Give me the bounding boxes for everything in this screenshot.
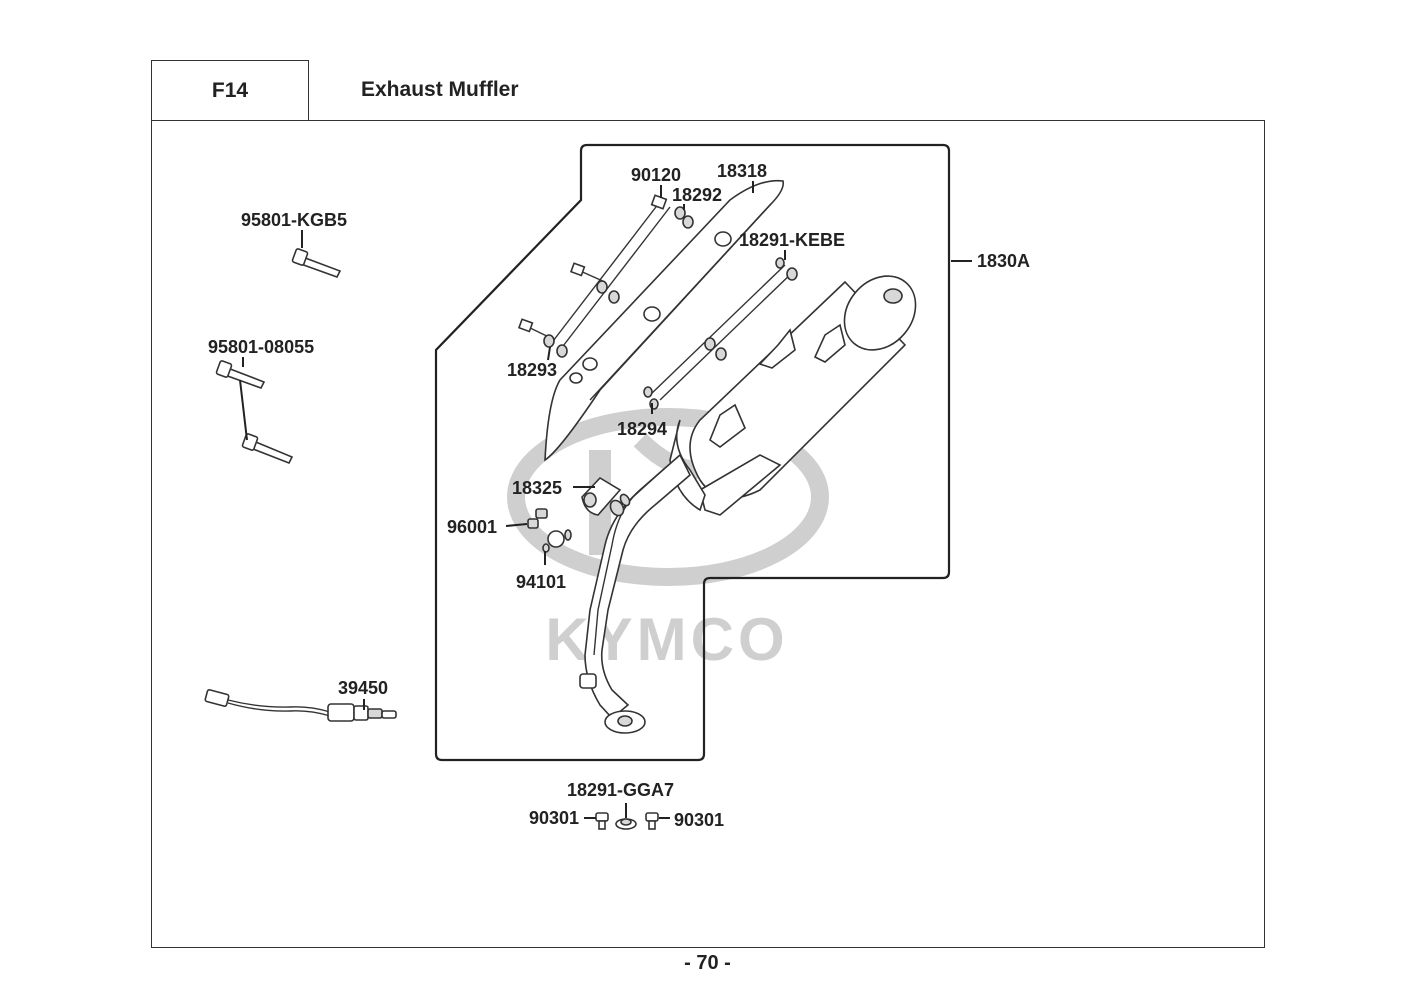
watermark-text: KYMCO — [545, 606, 788, 673]
label-18318: 18318 — [717, 161, 767, 181]
label-18325: 18325 — [512, 478, 562, 498]
assembly-outline — [434, 143, 951, 762]
page-number: - 70 - — [684, 952, 731, 974]
label-90120: 90120 — [631, 165, 681, 185]
muffler-body — [669, 275, 917, 516]
nuts-studs — [527, 508, 572, 553]
heat-shield — [544, 179, 785, 462]
o2-sensor-drawing — [204, 689, 397, 722]
bolt-08055-drawing — [215, 360, 294, 465]
bolt-kgb5-drawing — [291, 248, 342, 278]
label-18291-kebe: 18291-KEBE — [739, 230, 845, 250]
diagram-frame — [151, 120, 1265, 948]
label-1830a: 1830A — [977, 251, 1030, 271]
label-18291-gga7: 18291-GGA7 — [567, 780, 674, 800]
label-39450: 39450 — [338, 678, 388, 698]
label-18294: 18294 — [617, 419, 667, 439]
label-90301-left: 90301 — [529, 808, 579, 828]
label-96001: 96001 — [447, 517, 497, 537]
shield-bolts — [517, 194, 798, 410]
label-95801-kgb5: 95801-KGB5 — [241, 210, 347, 230]
label-90301-right: 90301 — [674, 810, 724, 830]
part-labels: 95801-KGB5 95801-08055 39450 90120 18318… — [208, 161, 1030, 830]
leader-lines — [239, 181, 972, 819]
label-94101: 94101 — [516, 572, 566, 592]
label-95801-08055: 95801-08055 — [208, 337, 314, 357]
label-18293: 18293 — [507, 360, 557, 380]
gasket-clips-drawing — [595, 812, 659, 830]
page-title: Exhaust Muffler — [361, 78, 519, 101]
exhaust-pipe — [579, 453, 691, 734]
label-18292: 18292 — [672, 185, 722, 205]
